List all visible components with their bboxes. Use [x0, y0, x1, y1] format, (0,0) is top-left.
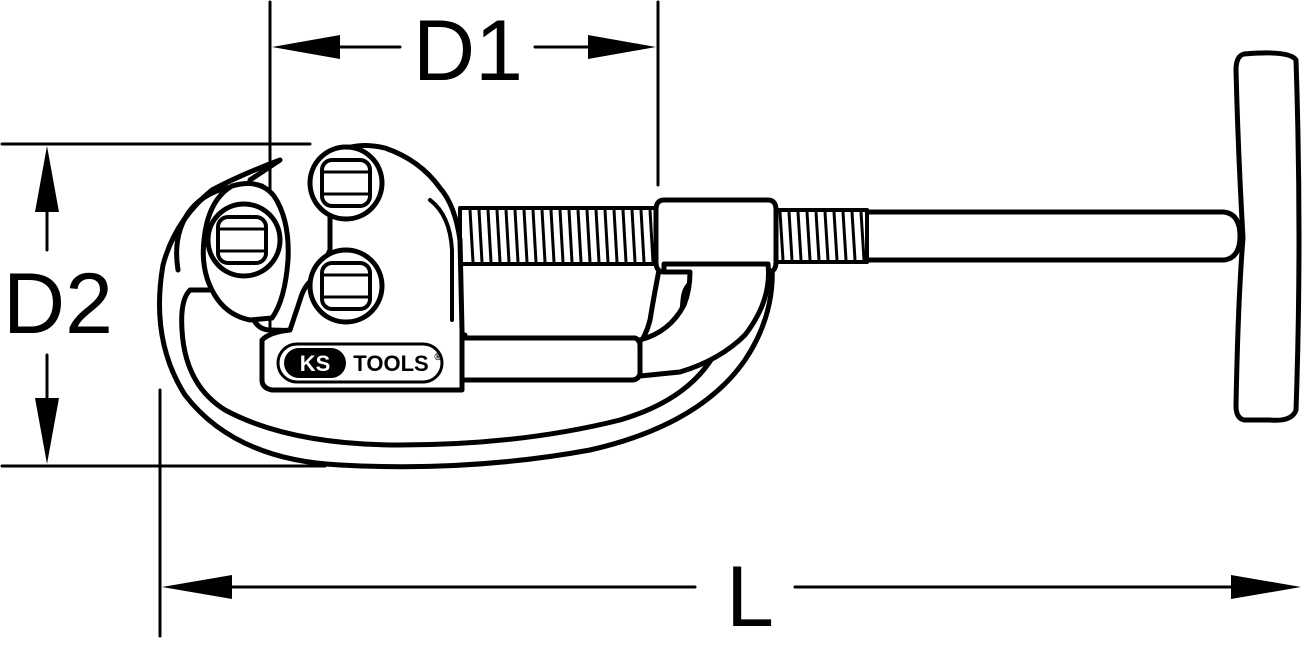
thread-line [531, 209, 538, 263]
ks-tools-logo: KS TOOLS ® [276, 342, 444, 384]
logo-tools-text: TOOLS [353, 351, 428, 376]
thread-line [594, 209, 601, 263]
thread-line [841, 211, 848, 261]
thread-line [796, 211, 803, 261]
thread-line [850, 211, 857, 261]
logo-ks-badge [284, 348, 346, 378]
thread-line [823, 211, 830, 261]
d1-arrowhead-left [272, 35, 340, 59]
roller-bottom [307, 247, 385, 325]
yoke-arm [637, 261, 772, 379]
yoke-block [653, 197, 779, 275]
dimension-d2: D2 [0, 142, 327, 468]
roller-top [307, 144, 385, 222]
thread-line [603, 209, 610, 263]
logo-ks-text: KS [300, 351, 331, 376]
roller-left [205, 201, 283, 279]
thread-line [612, 209, 619, 263]
t-handle-crossbar [1233, 50, 1302, 423]
l-arrowhead-left [162, 575, 232, 599]
thread-line [522, 209, 529, 263]
logo-registered-mark: ® [434, 352, 442, 363]
thread-lines-left [468, 209, 655, 263]
thread-line [621, 209, 628, 263]
thread-lines-right [778, 211, 866, 261]
thread-line [567, 209, 574, 263]
thread-line [787, 211, 794, 261]
d2-label: D2 [3, 256, 113, 352]
thread-line [504, 209, 511, 263]
l-arrowhead-right [1231, 575, 1301, 599]
thread-line [832, 211, 839, 261]
d2-arrowhead-bottom [35, 398, 59, 464]
thread-line [576, 209, 583, 263]
l-label: L [726, 549, 774, 645]
thread-line [468, 209, 475, 263]
carriage-guide-bar [457, 335, 643, 383]
thread-line [477, 209, 484, 263]
thread-line [558, 209, 565, 263]
thread-line [495, 209, 502, 263]
thread-line [805, 211, 812, 261]
d1-label: D1 [413, 3, 523, 99]
d1-arrowhead-right [588, 35, 656, 59]
thread-line [513, 209, 520, 263]
dimension-d1: D1 [268, 0, 660, 332]
thread-line [814, 211, 821, 261]
thread-line [549, 209, 556, 263]
thread-line [585, 209, 592, 263]
thread-line [778, 211, 785, 261]
carriage-front-face [428, 198, 454, 322]
thread-line [540, 209, 547, 263]
spindle-rod [857, 209, 1243, 263]
dimension-l: L [158, 388, 1301, 645]
thread-line [639, 209, 646, 263]
d2-arrowhead-top [35, 146, 59, 212]
thread-line [648, 209, 655, 263]
thread-line [630, 209, 637, 263]
thread-line [486, 209, 493, 263]
pipe-cutter: KS TOOLS ® [157, 50, 1302, 470]
thread-line [859, 211, 866, 261]
